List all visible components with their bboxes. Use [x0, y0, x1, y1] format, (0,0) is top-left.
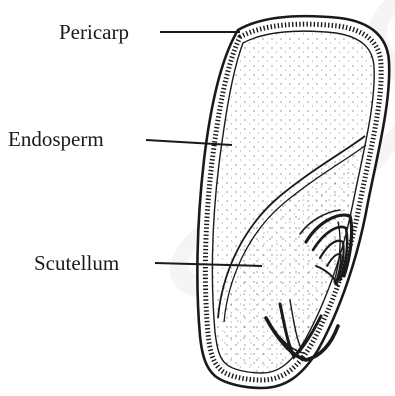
label-endosperm: Endosperm: [8, 127, 104, 151]
label-scutellum: Scutellum: [34, 251, 119, 275]
label-pericarp: Pericarp: [59, 20, 129, 44]
